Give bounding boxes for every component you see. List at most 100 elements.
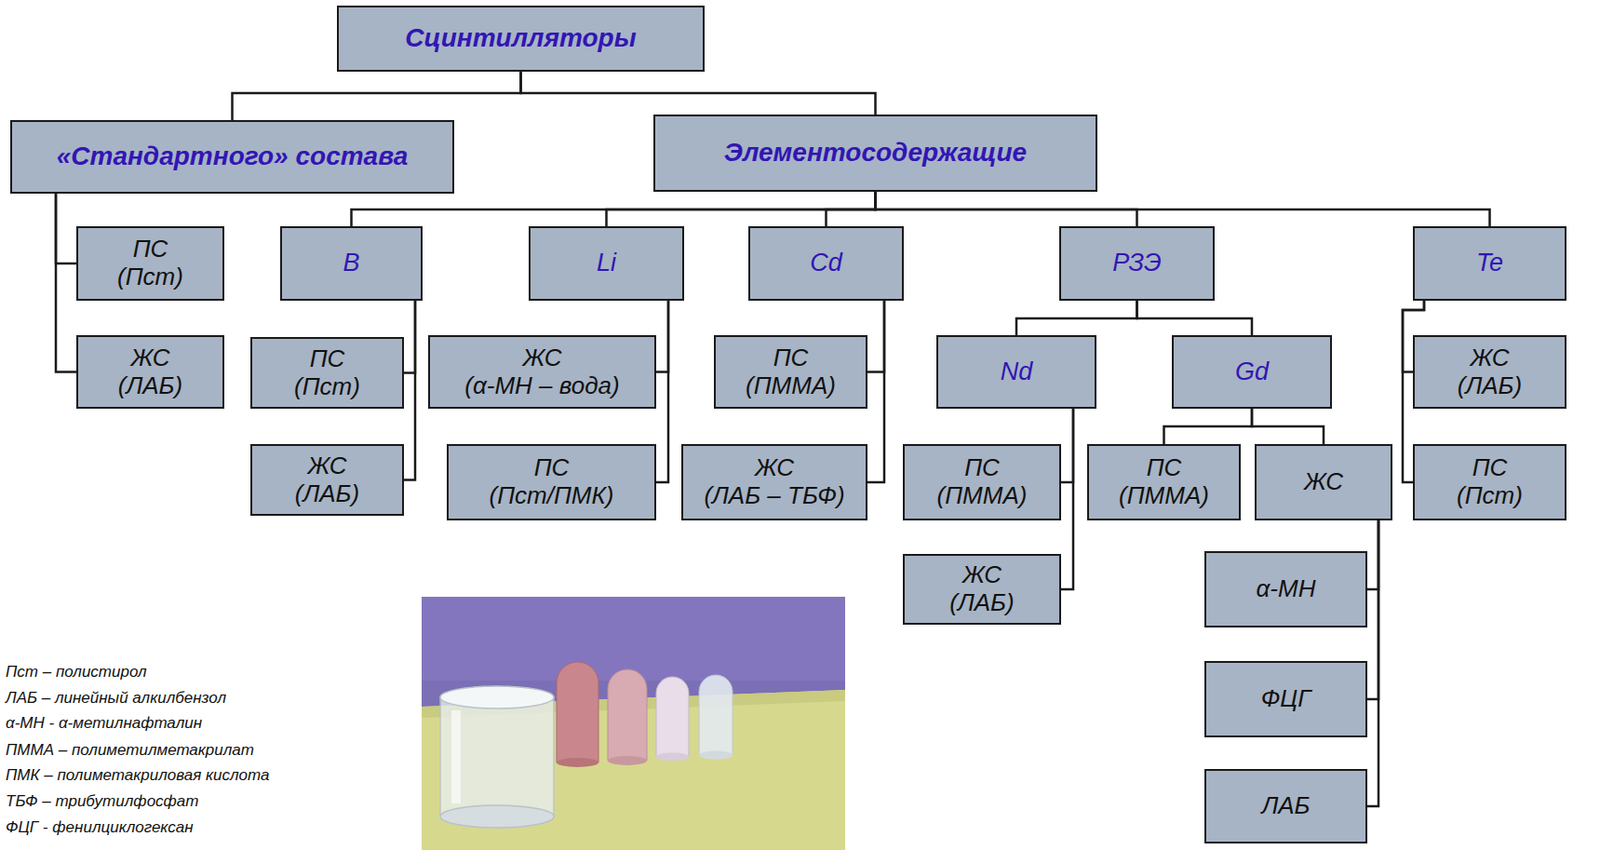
element-box: Gd: [1171, 335, 1332, 409]
element-box: Nd: [936, 335, 1097, 409]
element-box: B: [280, 226, 423, 301]
box-label: (α-МН – вода): [464, 372, 619, 401]
box-label: ЛАБ: [1261, 792, 1310, 821]
box-label: ЖС: [307, 452, 347, 481]
group-box: «Стандартного» состава: [10, 120, 455, 194]
box-label: α-МН: [1256, 575, 1317, 604]
box-label: (ПММА): [937, 482, 1028, 511]
box-label: Сцинтилляторы: [404, 23, 636, 54]
box-label: ЖС: [522, 344, 562, 373]
material-box: ФЦГ: [1204, 660, 1368, 738]
box-label: (ПММА): [1118, 482, 1210, 511]
tree-connector: [521, 71, 876, 115]
material-box: ПС(Пст): [76, 226, 225, 301]
abbreviation-note: ФЦГ - фенилциклогексан: [5, 818, 194, 837]
tree-connector: [1137, 300, 1253, 336]
material-box: α-МН: [1204, 551, 1368, 628]
tree-connector: [1367, 520, 1379, 700]
abbreviation-note: Пст – полистирол: [5, 662, 148, 682]
material-box: ЖС(α-МН – вода): [428, 335, 657, 409]
root-box: Сцинтилляторы: [336, 5, 705, 72]
element-box: Te: [1412, 226, 1567, 301]
material-box: ЖС(ЛАБ): [902, 553, 1062, 625]
material-box: ПС(ПММА): [1087, 443, 1241, 521]
tree-connector: [232, 71, 522, 121]
tree-connector: [1061, 408, 1074, 483]
tree-connector: [55, 193, 77, 264]
tree-connector: [1367, 520, 1379, 590]
box-label: Li: [596, 248, 617, 278]
box-label: (Пст): [1456, 482, 1523, 511]
box-label: (ПММА): [745, 372, 836, 401]
material-box: ЖС(ЛАБ): [76, 335, 225, 409]
tree-connector: [403, 300, 416, 481]
clear-sample: [699, 674, 733, 755]
box-label: ПС: [1146, 454, 1183, 483]
box-label: B: [342, 248, 360, 278]
tree-connector: [1016, 300, 1138, 336]
material-box: ПС(ПММА): [713, 335, 868, 409]
tree-connector: [1251, 408, 1324, 444]
box-label: ПС: [309, 345, 346, 374]
tree-connector: [826, 191, 876, 227]
box-label: (ЛАБ): [118, 372, 183, 401]
box-label: (ЛАБ – ТБФ): [703, 482, 845, 511]
tree-connector: [351, 191, 876, 227]
box-label: Элементосодержащие: [724, 137, 1027, 168]
tree-connector: [55, 193, 77, 373]
box-label: Cd: [809, 248, 843, 278]
box-label: (Пст): [294, 373, 361, 402]
large-cylinder-shine: [451, 710, 461, 804]
box-label: Nd: [1000, 357, 1034, 387]
abbreviation-note: α-МН - α-метилнафталин: [5, 713, 202, 733]
tree-connector: [867, 300, 885, 483]
element-box: Cd: [748, 226, 904, 301]
material-box: ЖС(ЛАБ): [250, 443, 404, 516]
box-label: (Пст/ПМК): [489, 482, 615, 511]
element-box: Li: [528, 226, 685, 301]
material-box: ПС(Пст): [250, 336, 404, 409]
box-label: ПС: [1472, 454, 1508, 483]
tree-connector: [867, 300, 885, 373]
material-box: ЖС: [1254, 443, 1393, 521]
box-label: (ЛАБ): [1457, 372, 1522, 401]
box-label: РЗЭ: [1112, 248, 1162, 278]
box-label: (ЛАБ): [949, 589, 1014, 618]
abbreviation-note: ПМК – полиметакриловая кислота: [5, 766, 269, 785]
box-label: ПС: [964, 454, 1000, 483]
pink-sample: [556, 661, 599, 763]
material-box: ПС(Пст): [1412, 443, 1567, 521]
group-box: Элементосодержащие: [653, 114, 1098, 192]
photo-wall-light: [421, 596, 846, 681]
white-sample: [656, 676, 689, 757]
clear-sample-base: [699, 751, 733, 760]
large-cylinder-base: [440, 805, 554, 828]
abbreviation-note: ТБФ – трибутилфосфат: [5, 792, 199, 811]
box-label: ФЦГ: [1261, 685, 1312, 713]
box-label: Te: [1476, 248, 1504, 278]
material-box: ЖС(ЛАБ – ТБФ): [681, 443, 868, 521]
box-label: ЖС: [754, 454, 794, 483]
tree-connector: [606, 191, 876, 227]
rose-sample: [607, 669, 647, 761]
element-box: РЗЭ: [1059, 226, 1215, 301]
sample-photo: [421, 596, 846, 850]
large-cylinder-top: [440, 685, 554, 709]
pink-sample-base: [556, 757, 599, 767]
tree-connector: [875, 191, 1491, 227]
box-label: «Стандартного» состава: [56, 141, 409, 172]
tree-connector: [1164, 408, 1253, 444]
material-box: ЖС(ЛАБ): [1412, 335, 1567, 409]
rose-sample-base: [607, 755, 647, 766]
box-label: ПС: [773, 344, 809, 373]
box-label: (Пст): [117, 263, 184, 292]
box-label: ЖС: [962, 561, 1002, 590]
tree-connector: [1367, 520, 1379, 807]
photo-wall: [421, 596, 846, 850]
material-box: ПС(Пст/ПМК): [446, 443, 657, 521]
box-label: Gd: [1235, 357, 1269, 387]
box-label: ЖС: [1304, 468, 1344, 497]
abbreviation-note: ПММА – полиметилметакрилат: [5, 740, 255, 760]
tree-connector: [403, 300, 416, 374]
